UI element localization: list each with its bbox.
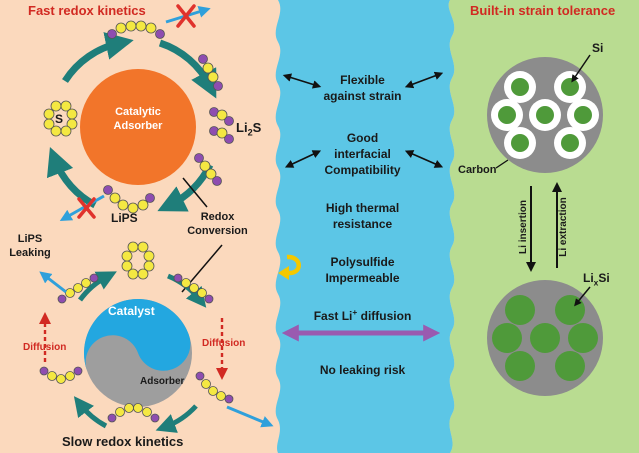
- feature-impermeable-line-2: Impermeable: [325, 271, 400, 285]
- strain-tolerance-title: Built-in strain tolerance: [470, 3, 616, 18]
- diffusion-label-right: Diffusion: [202, 338, 246, 349]
- li2s-subscript: 2: [247, 127, 253, 138]
- feature-interfacial-line-1: Good: [346, 131, 379, 145]
- lixsi-carbon-expanded: [487, 280, 603, 396]
- redox-conversion-label: Redox Conversion: [180, 212, 255, 237]
- double-arrow-icon: [282, 71, 444, 89]
- feature-thermal-line-1: High thermal: [325, 201, 400, 215]
- slow-redox-title: Slow redox kinetics: [62, 434, 184, 449]
- catalyst-label: Catalyst: [108, 304, 155, 318]
- redox-conversion-line-1: Redox: [200, 211, 235, 223]
- leaking-arrow-lower: [226, 405, 274, 428]
- curved-arrow-icon: [286, 254, 301, 276]
- red-cross-icon: [77, 197, 96, 219]
- redox-conversion-line-2: Conversion: [187, 225, 248, 237]
- feature-interfacial: Good interfacial Compatibility: [305, 132, 420, 176]
- carbon-label: Carbon: [458, 164, 497, 176]
- polysulfide-chain-top: [107, 20, 165, 39]
- si-pointer: [571, 54, 591, 83]
- redox-conversion-pointer: [182, 177, 208, 208]
- feature-flexible-line-1: Flexible: [340, 73, 385, 87]
- feature-flexible: Flexible against strain: [305, 74, 420, 102]
- lixsi-pointer: [574, 286, 591, 307]
- feature-interfacial-line-2: interfacial: [334, 147, 391, 161]
- leaking-arrow-upper: [39, 271, 67, 294]
- feature-li-diffusion: Fast Li+ diffusion: [295, 308, 430, 322]
- lips-chain: [103, 185, 155, 214]
- li-diffusion-superscript: +: [352, 307, 358, 317]
- lips-leaking-label: LiPS Leaking: [4, 234, 56, 259]
- feature-thermal-line-2: resistance: [332, 217, 393, 231]
- feature-impermeable-line-1: Polysulfide: [330, 255, 395, 269]
- li-diffusion-tail: diffusion: [357, 309, 412, 323]
- li-diffusion-main: Fast Li: [313, 309, 353, 323]
- li2s-cluster: [209, 107, 234, 144]
- si-label: Si: [592, 41, 604, 55]
- lixsi-subscript: x: [593, 277, 599, 288]
- lixsi-tail: Si: [598, 271, 610, 285]
- polysulfide-chain-lower-right: [194, 153, 222, 186]
- catalytic-adsorber-label: Catalytic Adsorber: [98, 107, 178, 132]
- feature-interfacial-line-3: Compatibility: [324, 163, 401, 177]
- double-arrow-icon: [284, 150, 444, 168]
- fast-redox-title: Fast redox kinetics: [28, 3, 146, 18]
- feature-no-leaking: No leaking risk: [319, 363, 406, 377]
- chain-bottom-left: [39, 366, 83, 384]
- catalytic-adsorber-circle: [80, 69, 196, 185]
- lithiation-arrows: [526, 182, 562, 272]
- curved-arrow-head: [278, 266, 289, 280]
- polysulfide-chain-right: [198, 54, 223, 91]
- lixsi-main: Li: [583, 271, 594, 285]
- li2s-tail: S: [252, 120, 262, 135]
- lixsi-label: LixSi: [583, 272, 610, 287]
- diffusion-label-left: Diffusion: [23, 342, 67, 353]
- chain-bottom-center: [107, 403, 160, 423]
- lips-label: LiPS: [111, 211, 138, 225]
- li2s-main: Li: [236, 120, 248, 135]
- lips-leaking-line-1: LiPS: [17, 233, 43, 245]
- carbon-pointer: [495, 159, 509, 169]
- catalytic-adsorber-line-2: Adsorber: [113, 120, 163, 132]
- chain-bottom-right: [195, 371, 234, 404]
- li2s-label: Li2S: [236, 121, 261, 138]
- lips-leaking-line-2: Leaking: [9, 247, 51, 259]
- feature-flexible-line-2: against strain: [323, 89, 402, 103]
- red-cross-icon: [176, 4, 196, 28]
- catalyst-adsorber-disk: [84, 299, 192, 407]
- si-carbon-pristine: [487, 57, 603, 173]
- s-label: S: [55, 112, 64, 126]
- catalytic-adsorber-line-1: Catalytic: [115, 106, 161, 118]
- adsorber-label: Adsorber: [140, 376, 185, 387]
- chain-bottom-upper-left: [57, 273, 99, 304]
- s8-cluster-bottom: [121, 241, 155, 280]
- feature-thermal: High thermal resistance: [305, 202, 420, 230]
- li-extraction-label: Li extraction: [558, 197, 569, 257]
- chain-bottom-upper-right: [173, 273, 214, 304]
- s8-cluster: [43, 100, 78, 137]
- li-insertion-label: Li insertion: [518, 200, 529, 254]
- feature-impermeable: Polysulfide Impermeable: [305, 256, 420, 284]
